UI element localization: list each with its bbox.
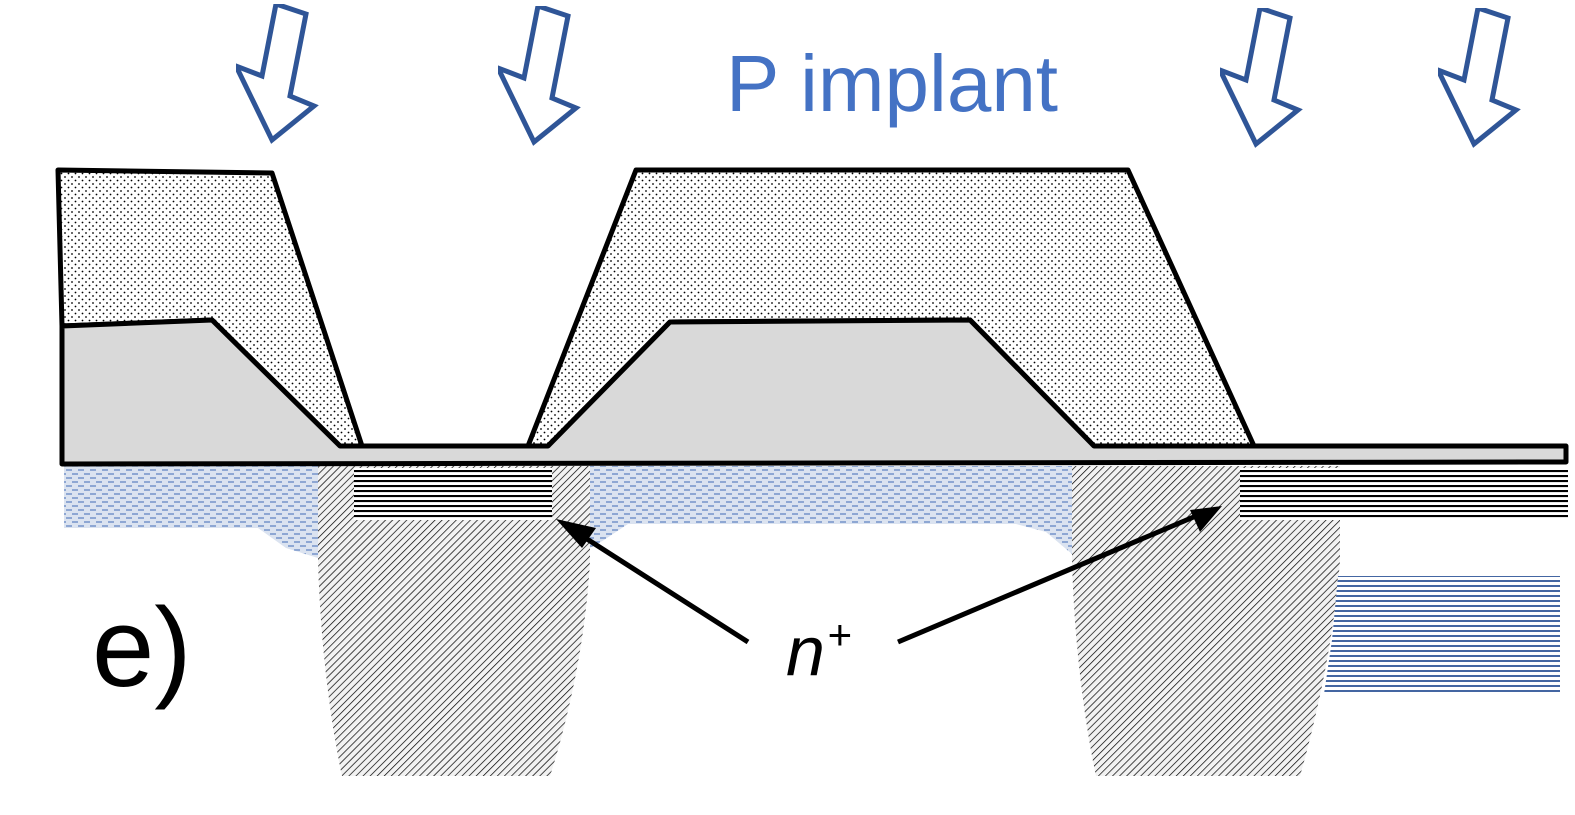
blue-striped-region <box>1324 576 1560 694</box>
implant-label: P implant <box>726 39 1059 128</box>
arrow-down-left-icon <box>236 4 314 140</box>
arrow-down-left-icon <box>498 6 576 142</box>
arrow-down-left-icon <box>1220 8 1298 144</box>
n-plus-label-base: n <box>786 612 825 690</box>
panel-label: e) <box>92 585 192 710</box>
n-plus-pointer-arrows <box>556 506 1222 645</box>
contact-layer-left <box>354 468 552 520</box>
p-region <box>64 466 1072 558</box>
contact-layer-right <box>1240 468 1568 520</box>
n-plus-label: n+ <box>786 614 851 687</box>
n-plus-region <box>318 466 1340 776</box>
n-plus-label-superscript: + <box>826 611 852 658</box>
oxide-layer <box>59 317 1569 467</box>
arrow-down-left-icon <box>1438 8 1516 144</box>
